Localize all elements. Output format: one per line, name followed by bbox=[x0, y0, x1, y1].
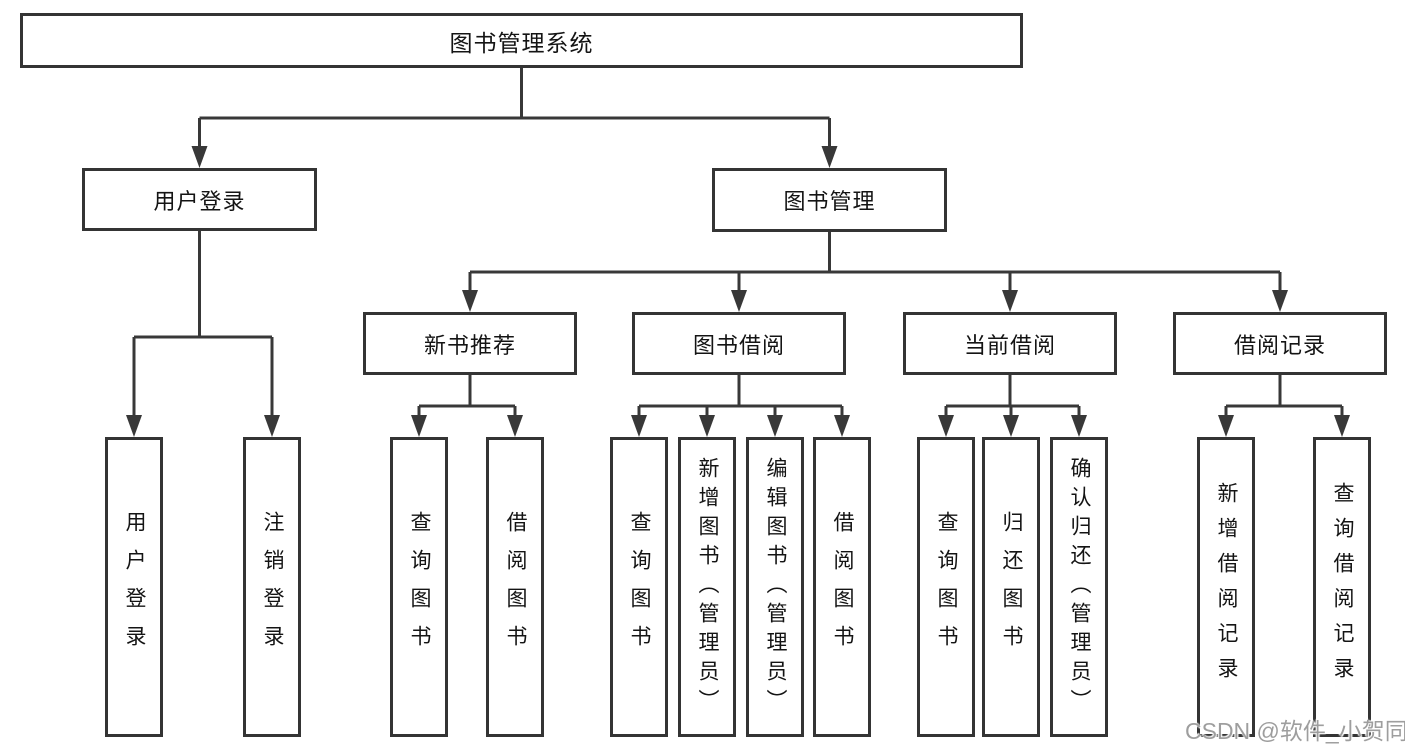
node-label: 图书管理系统 bbox=[449, 29, 594, 56]
leaf-return-books: 归还图书 bbox=[982, 437, 1040, 737]
node-label: 编辑图书（管理员） bbox=[764, 456, 787, 718]
node-library-management-system: 图书管理系统 bbox=[20, 13, 1023, 68]
node-label: 当前借阅 bbox=[963, 332, 1056, 358]
node-label: 用户登录 bbox=[153, 188, 246, 214]
node-label: 借阅图书 bbox=[831, 511, 854, 663]
node-label: 查询图书 bbox=[628, 511, 651, 663]
leaf-query-books-borrowing: 查询图书 bbox=[610, 437, 668, 737]
csdn-watermark: CSDN @软件_小贺同学 bbox=[1185, 718, 1405, 744]
arrowheads bbox=[126, 146, 1350, 437]
node-label: 查询图书 bbox=[935, 511, 958, 663]
node-label: 用户登录 bbox=[123, 511, 146, 663]
leaf-confirm-return-admin: 确认归还（管理员） bbox=[1050, 437, 1108, 737]
node-label: 新书推荐 bbox=[423, 332, 516, 358]
leaf-add-books-admin: 新增图书（管理员） bbox=[678, 437, 736, 737]
leaf-query-books-current: 查询图书 bbox=[917, 437, 975, 737]
node-book-borrowing: 图书借阅 bbox=[632, 312, 846, 375]
node-label: 新增借阅记录 bbox=[1215, 482, 1238, 692]
node-label: 查询借阅记录 bbox=[1331, 482, 1354, 692]
node-current-borrowing: 当前借阅 bbox=[903, 312, 1117, 375]
node-label: 确认归还（管理员） bbox=[1068, 456, 1091, 718]
leaf-edit-books-admin: 编辑图书（管理员） bbox=[746, 437, 804, 737]
node-new-book-recommend: 新书推荐 bbox=[363, 312, 577, 375]
leaf-add-borrow-record: 新增借阅记录 bbox=[1197, 437, 1255, 737]
leaf-user-login: 用户登录 bbox=[105, 437, 163, 737]
leaf-query-borrow-record: 查询借阅记录 bbox=[1313, 437, 1371, 737]
node-label: 注销登录 bbox=[261, 511, 284, 663]
node-label: 查询图书 bbox=[408, 511, 431, 663]
leaf-borrow-books-recommend: 借阅图书 bbox=[486, 437, 544, 737]
node-label: 新增图书（管理员） bbox=[696, 456, 719, 718]
node-user-login: 用户登录 bbox=[82, 168, 317, 231]
node-label: 图书借阅 bbox=[692, 332, 785, 358]
node-label: 归还图书 bbox=[1000, 511, 1023, 663]
leaf-logout: 注销登录 bbox=[243, 437, 301, 737]
node-label: 借阅图书 bbox=[504, 511, 527, 663]
leaf-query-books-recommend: 查询图书 bbox=[390, 437, 448, 737]
node-borrowing-records: 借阅记录 bbox=[1173, 312, 1387, 375]
node-book-management: 图书管理 bbox=[712, 168, 947, 232]
leaf-borrow-books: 借阅图书 bbox=[813, 437, 871, 737]
node-label: 借阅记录 bbox=[1233, 332, 1326, 358]
node-label: 图书管理 bbox=[783, 189, 876, 214]
